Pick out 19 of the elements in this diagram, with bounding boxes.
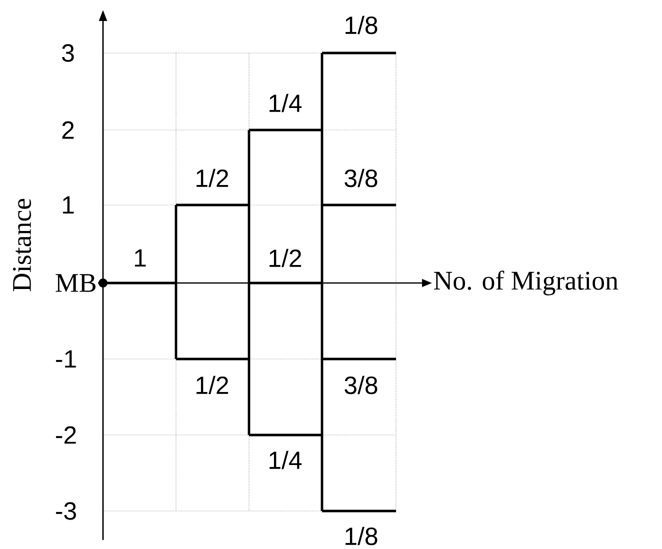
axis-title: Distance (12, 198, 32, 292)
probability-label: 1/4 (270, 450, 302, 470)
probability-label: 1/2 (196, 168, 228, 188)
axis-label: MB (56, 274, 108, 292)
probability-label: 3/8 (344, 376, 378, 394)
tick-label: -1 (56, 350, 76, 368)
tick-label: 2 (62, 121, 74, 139)
tick-label: -2 (56, 426, 76, 444)
probability-label: 1/2 (270, 248, 302, 268)
probability-label: 1/4 (270, 94, 302, 112)
tick-label: 1 (62, 196, 74, 214)
tick-label: 3 (62, 44, 74, 62)
axis-label: No. of Migration (434, 270, 618, 296)
probability-label: 1/8 (346, 526, 378, 546)
probability-label: 1/8 (346, 16, 378, 34)
probability-label: 3/8 (344, 168, 378, 188)
probability-label: 1 (134, 249, 146, 267)
probability-label: 1/2 (196, 376, 228, 394)
tick-label: -3 (56, 502, 76, 520)
